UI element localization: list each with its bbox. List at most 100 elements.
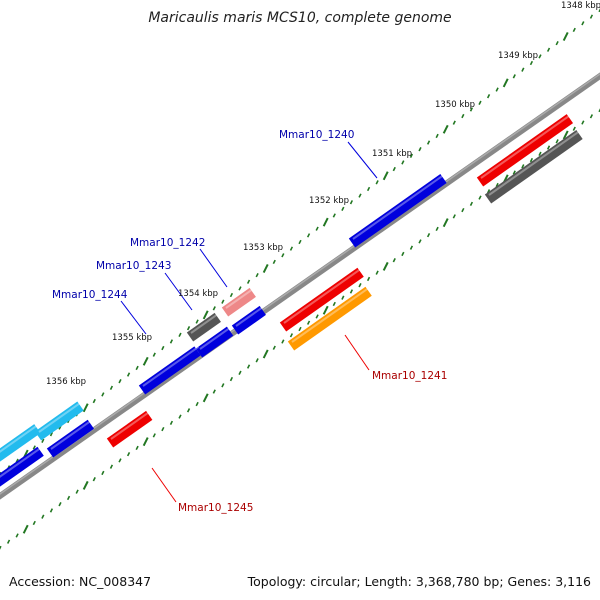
tick-mark <box>306 233 311 238</box>
gene-block-cyan-1 <box>0 423 41 462</box>
tick-mark <box>306 320 311 325</box>
tick-mark <box>202 393 209 403</box>
genome-backbone <box>0 72 600 500</box>
tick-mark <box>126 451 131 457</box>
tick-mark <box>418 239 422 244</box>
tick-mark <box>32 520 36 526</box>
gene-label-mmar10-1240[interactable]: Mmar10_1240 <box>279 129 354 141</box>
tick-mark <box>382 261 389 271</box>
gene-label-mmar10-1241[interactable]: Mmar10_1241 <box>372 370 447 382</box>
tick-mark <box>589 114 594 119</box>
tick-mark <box>409 245 414 250</box>
gene-block-cyan-2 <box>34 401 84 441</box>
tick-mark <box>546 47 551 52</box>
tick-mark <box>82 480 89 490</box>
tick-mark <box>178 332 182 337</box>
tick-mark <box>161 426 165 432</box>
genome-backbone-highlight <box>0 73 600 495</box>
tick-mark <box>401 251 405 257</box>
tick-mark <box>22 524 29 534</box>
tick-mark <box>255 358 259 363</box>
gene-leader-line <box>151 467 177 503</box>
tick-mark <box>186 326 191 331</box>
tick-mark <box>315 314 319 319</box>
gene-features <box>0 113 583 487</box>
tick-mark <box>469 201 474 207</box>
tick-mark <box>426 140 431 145</box>
tick-mark <box>32 445 36 450</box>
tick-mark <box>332 213 336 218</box>
tick-mark <box>589 14 594 19</box>
tick-mark <box>49 508 54 513</box>
gene-block-mmar10-1241-red <box>279 267 364 332</box>
gene-block-gray-top <box>484 129 583 204</box>
tick-mark <box>435 133 439 139</box>
kbp-label: 1349 kbp <box>498 51 538 61</box>
kbp-label: 1356 kbp <box>46 377 86 387</box>
gene-block-blue-small <box>231 305 266 335</box>
gene-leader-line <box>344 334 370 371</box>
gene-block-mmar10-1244b <box>195 326 234 358</box>
tick-mark <box>332 301 336 307</box>
gene-label-mmar10-1245[interactable]: Mmar10_1245 <box>178 502 253 514</box>
genome-summary: Topology: circular; Length: 3,368,780 bp… <box>247 574 591 589</box>
tick-mark <box>358 193 362 198</box>
tick-mark <box>322 305 329 315</box>
tick-mark <box>212 389 216 394</box>
tick-mark <box>255 272 259 278</box>
tick-mark <box>202 310 209 320</box>
tick-mark <box>426 232 431 238</box>
gene-label-mmar10-1244[interactable]: Mmar10_1244 <box>52 289 128 301</box>
tick-mark <box>418 147 422 152</box>
tick-mark <box>281 253 285 258</box>
tick-mark <box>246 364 251 369</box>
tick-mark <box>161 345 165 351</box>
tick-mark <box>581 21 585 26</box>
kbp-label: 1350 kbp <box>435 100 475 110</box>
tick-mark <box>212 306 216 311</box>
tick-mark <box>289 333 294 338</box>
accession-label: Accession: NC_008347 <box>9 574 152 589</box>
tick-mark <box>238 286 242 291</box>
tick-mark <box>382 171 389 181</box>
tick-mark <box>66 495 71 501</box>
tick-mark <box>401 160 405 165</box>
tick-mark <box>0 545 2 550</box>
kbp-label: 1348 kbp <box>561 1 600 11</box>
tick-mark <box>186 408 191 413</box>
tick-mark <box>298 239 302 245</box>
gene-block-mmar10-1241 <box>287 286 372 351</box>
tick-mark <box>75 489 79 494</box>
tick-mark <box>521 67 525 72</box>
tick-mark <box>581 120 585 125</box>
tick-mark <box>135 365 139 371</box>
tick-mark <box>349 200 354 205</box>
tick-mark <box>409 153 414 158</box>
tick-mark <box>452 214 456 219</box>
tick-mark <box>246 279 251 284</box>
tick-mark <box>555 40 559 46</box>
tick-mark <box>478 100 482 105</box>
gene-label-mmar10-1243[interactable]: Mmar10_1243 <box>96 260 171 272</box>
gene-block-mmar10-1244 <box>138 346 201 395</box>
tick-mark <box>572 126 576 131</box>
tick-mark <box>555 139 559 144</box>
tick-mark <box>142 356 149 366</box>
tick-mark <box>229 376 234 382</box>
tick-mark <box>502 78 509 88</box>
gene-block-mmar10-1243 <box>186 312 221 342</box>
tick-mark <box>598 8 600 13</box>
gene-label-mmar10-1242[interactable]: Mmar10_1242 <box>130 237 205 249</box>
kbp-label: 1351 kbp <box>372 149 412 159</box>
tick-mark <box>358 283 362 288</box>
tick-mark <box>461 113 465 119</box>
tick-mark <box>152 433 156 438</box>
kbp-label: 1354 kbp <box>178 289 218 299</box>
tick-mark <box>195 319 199 324</box>
tick-mark <box>392 258 396 263</box>
tick-mark <box>262 349 269 359</box>
tick-mark <box>6 539 11 544</box>
tick-mark <box>41 514 45 519</box>
tick-mark <box>572 27 576 33</box>
